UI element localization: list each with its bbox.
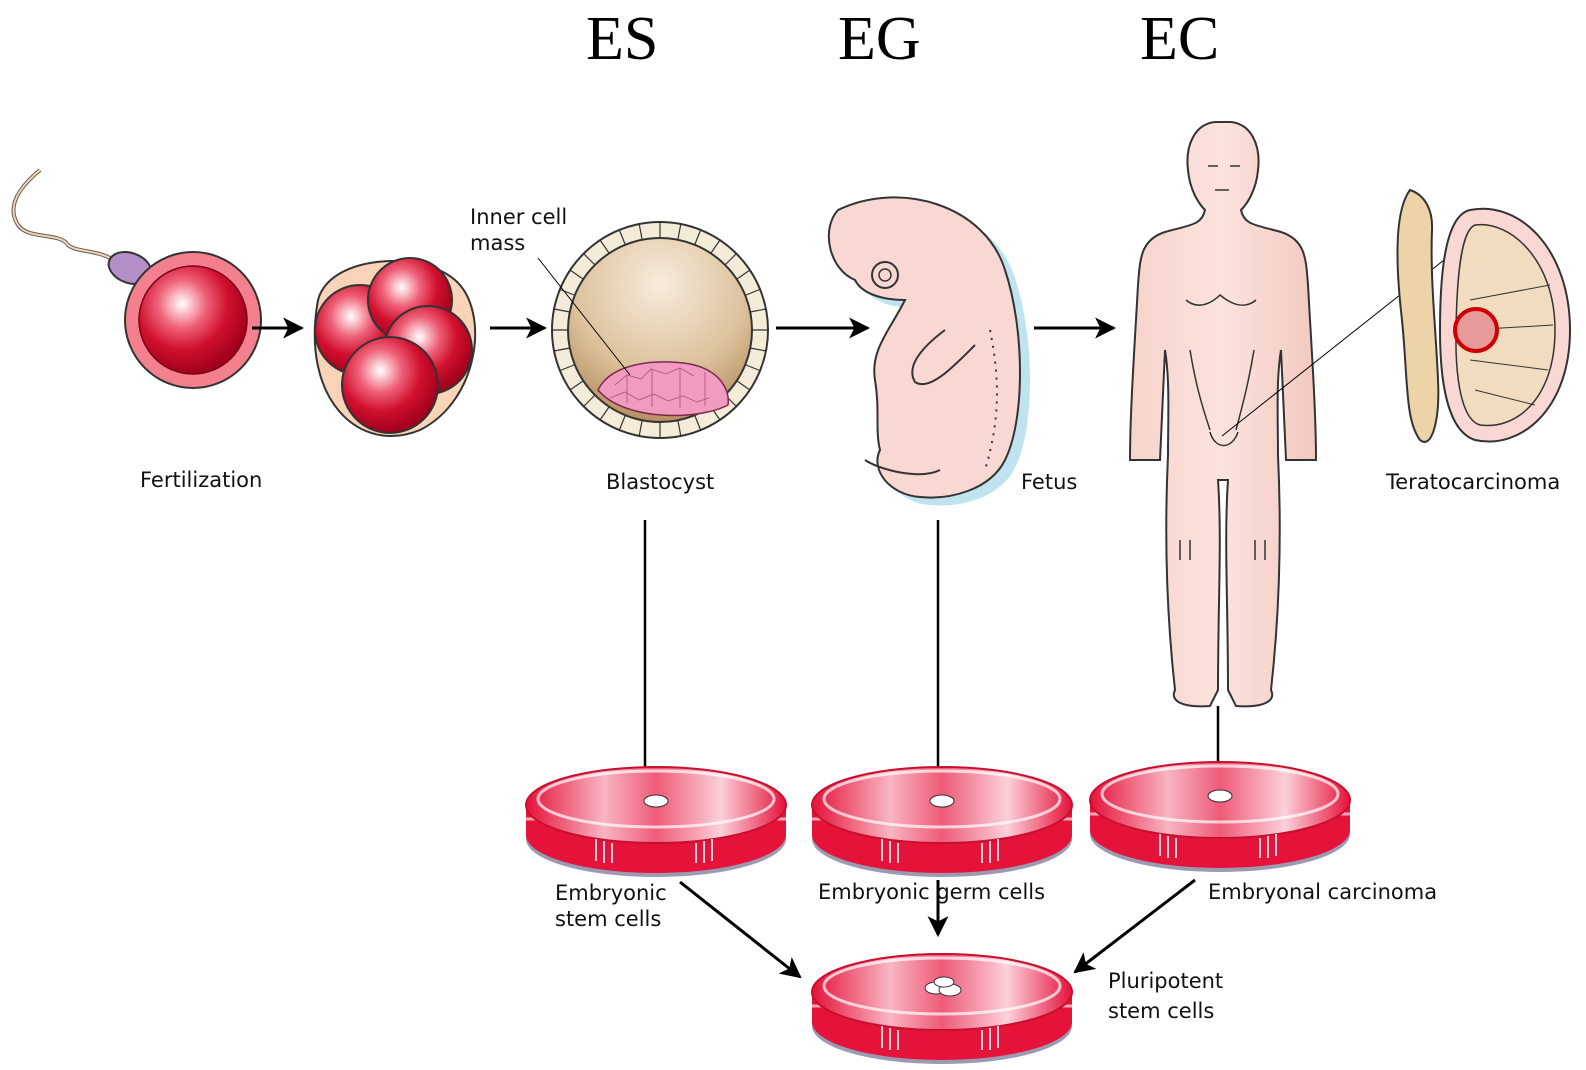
label-fetus: Fetus [1021,469,1077,495]
petri-dish-ec [1090,762,1350,872]
adult-human-illustration [1130,122,1444,706]
label-pluripotent-1: Pluripotent [1108,968,1223,994]
label-embryonic-stem-cells-2: stem cells [555,906,661,932]
four-cell-embryo-illustration [315,258,475,436]
label-teratocarcinoma: Teratocarcinoma [1386,469,1560,495]
petri-dish-eg [812,767,1072,877]
label-embryonal-carcinoma: Embryonal carcinoma [1208,879,1437,905]
label-blastocyst: Blastocyst [606,469,714,495]
label-fertilization: Fertilization [140,467,262,493]
teratocarcinoma-illustration [1397,190,1570,442]
label-inner-cell-mass-1: Inner cell [470,204,567,230]
header-es: ES [586,4,658,74]
petri-dish-es [526,767,786,877]
petri-dish-pluripotent [812,954,1072,1064]
header-ec: EC [1140,4,1219,74]
label-embryonic-stem-cells-1: Embryonic [555,880,667,906]
header-eg: EG [838,4,921,74]
label-pluripotent-2: stem cells [1108,998,1214,1024]
blastocyst-illustration [538,222,768,438]
fertilization-illustration [13,170,261,388]
fetus-illustration [829,197,1030,505]
label-inner-cell-mass-2: mass [470,230,525,256]
derivation-arrows [645,520,1218,800]
label-embryonic-germ-cells: Embryonic germ cells [818,879,1045,905]
